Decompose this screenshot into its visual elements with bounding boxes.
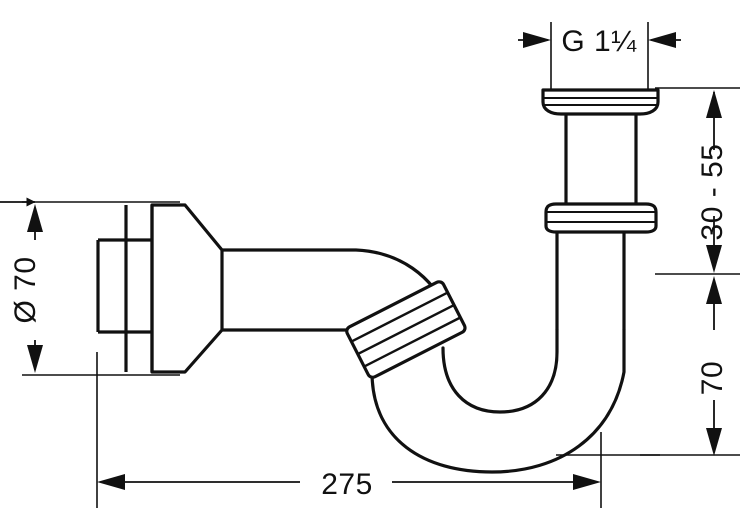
dim-thread-size: G 1¼ [518,25,681,58]
arrowhead-up [706,276,722,304]
arrowhead-down [706,428,722,456]
u-bend-outer-wall [370,328,626,474]
dim-drop-height: 70 [696,276,729,456]
arrowhead-up [706,90,722,118]
dim-label-height-adjust: 30 - 55 [696,144,729,241]
u-bend-inner-wall [441,328,559,414]
upper-collar [541,88,660,116]
dim-label-thread-size: G 1¼ [561,25,637,58]
lower-collar [544,202,658,234]
dim-overall-length: 275 [97,468,601,501]
arrowhead-left [97,474,125,490]
dim-label-drop-height: 70 [696,361,729,395]
dim-height-adjust: 30 - 55 [696,90,729,273]
dim-label-overall-length: 275 [321,468,373,501]
arrowhead-up [27,204,43,232]
dim-flange-diameter: Ø 70 [0,197,43,373]
arrowhead-right [523,32,551,48]
dim-label-flange-diameter: Ø 70 [9,256,42,323]
arrowhead-down [706,245,722,273]
arrowhead-right [573,474,601,490]
arrowhead-down [27,345,43,373]
union-nut [345,280,467,379]
arrowhead-left [648,32,676,48]
